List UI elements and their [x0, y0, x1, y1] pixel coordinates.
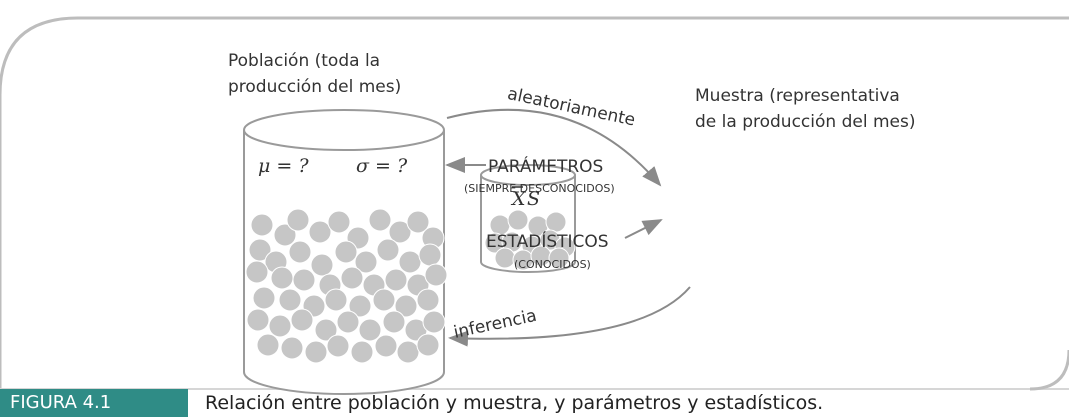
ball — [304, 340, 328, 364]
ball — [372, 288, 396, 312]
sample-balls — [484, 209, 576, 271]
ball — [273, 223, 297, 247]
ball — [310, 253, 334, 277]
population-label-line1: Población (toda la — [228, 51, 380, 71]
ball — [324, 288, 348, 312]
ball — [268, 314, 292, 338]
ball — [334, 240, 358, 264]
ball — [358, 318, 382, 342]
ball — [280, 336, 304, 360]
ball — [394, 294, 418, 318]
ball — [396, 340, 420, 364]
statistics-title: ESTADÍSTICOS — [486, 230, 609, 252]
ball — [398, 250, 422, 274]
random-arrow — [446, 108, 662, 187]
figure-frame — [0, 16, 1069, 389]
ball — [507, 209, 529, 231]
ball — [270, 266, 294, 290]
ball — [278, 288, 302, 312]
ball — [545, 211, 567, 233]
ball — [246, 308, 270, 332]
random-label: aleatoriamente — [506, 84, 637, 131]
ball — [354, 250, 378, 274]
ball — [406, 210, 430, 234]
ball — [424, 263, 448, 287]
mu-label: μ = ? — [258, 155, 309, 177]
ball — [252, 286, 276, 310]
ball — [350, 340, 374, 364]
ball — [327, 210, 351, 234]
xbar-label: X — [510, 188, 527, 210]
statistics-arrow — [624, 219, 663, 239]
frame-corner — [1029, 349, 1069, 391]
parameters-title: PARÁMETROS — [488, 155, 603, 177]
ball — [336, 310, 360, 334]
ball — [416, 333, 440, 357]
ball — [348, 294, 372, 318]
parameters-subtitle: (SIEMPRE DESCONOCIDOS) — [464, 182, 615, 195]
caption-bar: FIGURA 4.1 Relación entre población y mu… — [0, 389, 1069, 417]
ball — [288, 240, 312, 264]
ball — [376, 238, 400, 262]
inference-arrow — [448, 286, 691, 347]
population-balls — [245, 208, 448, 364]
population-label-line2: producción del mes) — [228, 77, 401, 97]
ball — [326, 334, 350, 358]
figure-number: FIGURA 4.1 — [0, 389, 188, 417]
sigma-label: σ = ? — [356, 155, 408, 177]
ball — [340, 266, 364, 290]
ball — [292, 268, 316, 292]
ball — [418, 243, 442, 267]
ball — [250, 213, 274, 237]
ball — [382, 310, 406, 334]
sample-label-line2: de la producción del mes) — [695, 112, 915, 132]
ball — [422, 310, 446, 334]
ball — [384, 268, 408, 292]
ball — [256, 333, 280, 357]
sample-label-line1: Muestra (representativa — [695, 86, 900, 106]
ball — [245, 260, 269, 284]
ball — [368, 208, 392, 232]
ball — [388, 220, 412, 244]
ball — [548, 247, 570, 269]
ball — [290, 308, 314, 332]
ball — [314, 318, 338, 342]
s-label: S — [527, 188, 540, 210]
ball — [286, 208, 310, 232]
ball — [308, 220, 332, 244]
statistics-subtitle: (CONOCIDOS) — [514, 258, 591, 271]
figure-caption: Relación entre población y muestra, y pa… — [205, 392, 824, 414]
ball — [374, 334, 398, 358]
ball — [416, 288, 440, 312]
